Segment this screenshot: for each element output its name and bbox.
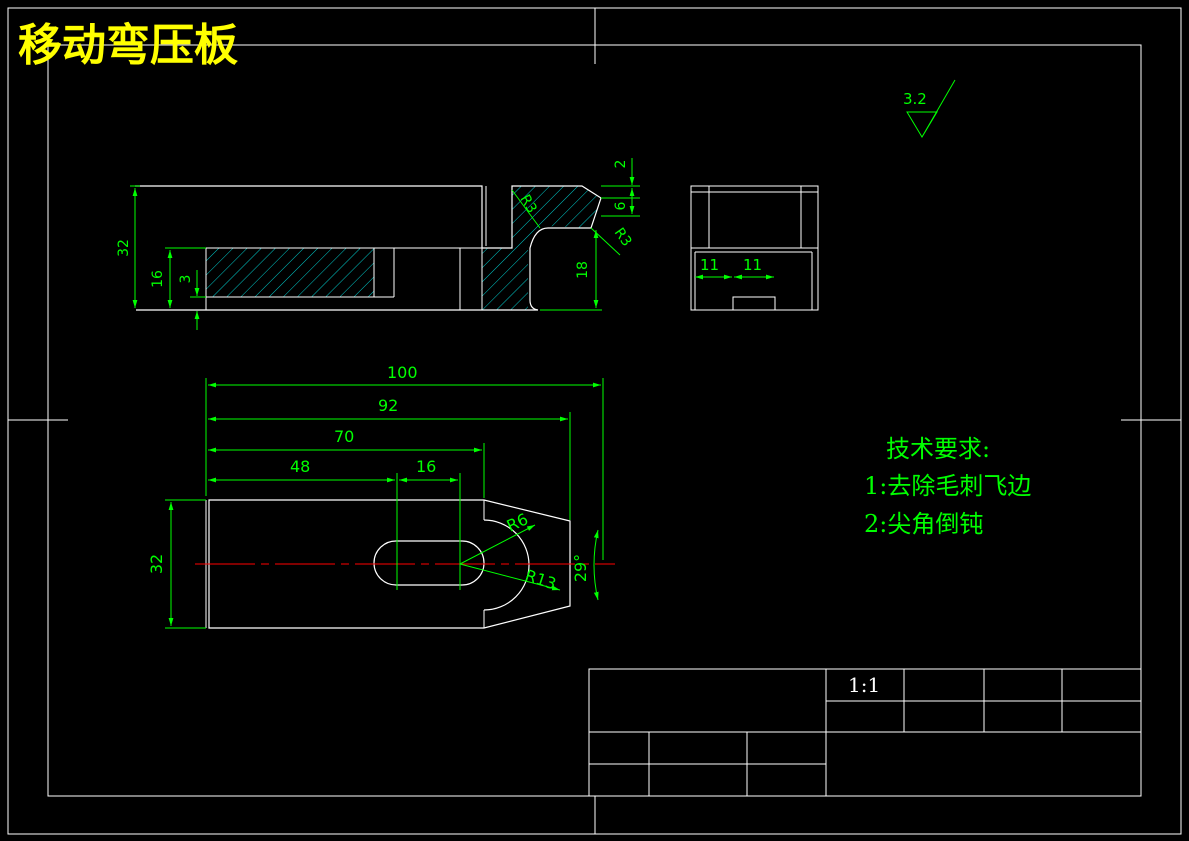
roughness-symbol: 3.2: [903, 79, 956, 138]
front-section-nose: [512, 186, 601, 248]
dim-16-top: 16: [416, 457, 436, 476]
front-section-left: [205, 247, 375, 298]
dim-70: 70: [334, 427, 354, 446]
top-slot: [373, 540, 485, 586]
inner-border: [47, 44, 1142, 797]
dim-angle: 29°: [571, 554, 590, 582]
dim-3-front: 3: [178, 275, 194, 284]
tech-requirements: 技术要求: 1:去除毛刺飞边 2:尖角倒钝: [864, 435, 1031, 538]
scale-value: 1:1: [848, 673, 880, 697]
front-section-mid: [482, 248, 528, 310]
dim-100: 100: [387, 363, 418, 382]
front-outline: [135, 185, 602, 311]
tech-item-1: 1:去除毛刺飞边: [864, 472, 1031, 500]
dim-92: 92: [378, 396, 398, 415]
sheet-frame: [7, 7, 1182, 835]
front-view: 32 16 3 2 6 18 R3 R3: [116, 158, 640, 330]
title-block: [588, 668, 1142, 797]
dim-16-front: 16: [150, 270, 166, 288]
roughness-value: 3.2: [903, 90, 927, 108]
dim-11-left: 11: [700, 256, 719, 274]
tech-heading: 技术要求:: [886, 435, 990, 463]
dim-32-top: 32: [147, 554, 166, 574]
side-dims: 11 11: [695, 256, 774, 280]
dim-r13: R13: [523, 566, 559, 594]
dim-11-right: 11: [743, 256, 762, 274]
outer-border: [7, 7, 1182, 835]
tech-item-2: 2:尖角倒钝: [864, 510, 983, 538]
dim-32-front: 32: [116, 239, 132, 257]
top-arc: [483, 519, 530, 611]
dim-18-front: 18: [575, 261, 591, 279]
dim-48: 48: [290, 457, 310, 476]
drawing-title: 移动弯压板: [18, 20, 238, 71]
top-view: 100 92 70 48 16 32 R6 R13 29°: [147, 363, 615, 629]
dim-2-front: 2: [613, 160, 629, 169]
dim-r3-lower: R3: [611, 225, 635, 249]
dim-r6: R6: [504, 509, 531, 535]
dim-6-front: 6: [613, 201, 629, 210]
side-view: [690, 185, 819, 311]
